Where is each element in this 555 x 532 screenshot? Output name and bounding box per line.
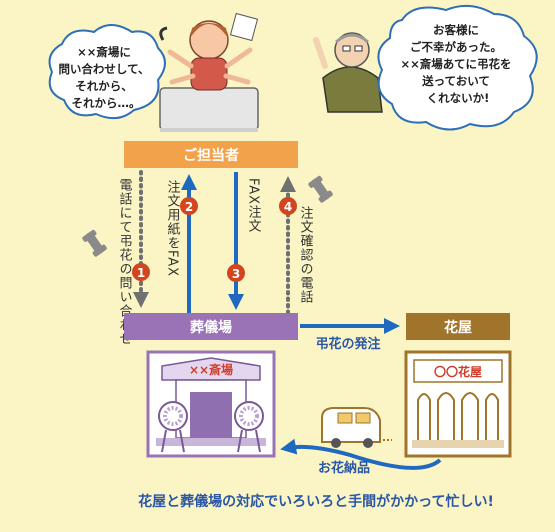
- delivery-label: お花納品: [318, 460, 370, 476]
- tantousha-label: ご担当者: [183, 147, 239, 164]
- step4-label: 注文確認の電話: [298, 206, 314, 304]
- step3-badge: 3: [227, 264, 245, 282]
- bubble-right-line: くれないか!: [427, 91, 490, 105]
- bubble-right-line: ご不幸があった。: [410, 40, 502, 54]
- bubble-right-line: 送っておいて: [421, 74, 490, 88]
- bubble-left-line: それから、: [75, 79, 133, 93]
- phone-icon: [308, 175, 333, 203]
- van-icon: [321, 407, 392, 448]
- bubble-right-line: お客様に: [433, 23, 479, 37]
- step1-label: 電話にて弔花の問い合わせ: [117, 178, 133, 346]
- step1-badge: 1: [132, 263, 150, 281]
- bubble-left-line: それから…。: [72, 96, 141, 110]
- bubble-left-line: ××斎場に: [77, 45, 131, 59]
- wreath-icon: [158, 401, 188, 453]
- step2-label: 注文用紙をFAX: [165, 180, 181, 277]
- svg-text:お客様に ご不幸があった。 ××斎場: お客様に ご不幸があった。 ××斎場あてに弔花を 送っておいて くれないか!: [400, 23, 515, 105]
- hanaya-label: 花屋: [444, 319, 472, 336]
- bubble-right-line: ××斎場あてに弔花を: [400, 57, 511, 71]
- hanaya-box: [406, 313, 510, 340]
- delivery-arrow: [280, 438, 442, 470]
- step2-badge: 2: [180, 197, 198, 215]
- sougijo-box: [124, 313, 298, 340]
- svg-text:4: 4: [284, 200, 292, 214]
- order-label: 弔花の発注: [315, 336, 380, 352]
- step3-label: FAX注文: [246, 178, 262, 233]
- svg-text:3: 3: [232, 267, 240, 281]
- bubble-left-line: 問い合わせして、: [58, 62, 149, 76]
- bubble-left: ××斎場に 問い合わせして、 それから、 それから…。: [48, 24, 166, 120]
- flower-shop-sign: 〇〇花屋: [434, 364, 482, 379]
- saijo-sign: ××斎場: [189, 362, 233, 377]
- svg-text:2: 2: [185, 200, 193, 214]
- busy-staff-illustration: [159, 12, 259, 132]
- bubble-right: お客様に ご不幸があった。 ××斎場あてに弔花を 送っておいて くれないか!: [377, 4, 538, 131]
- sougijo-label: 葬儀場: [190, 319, 232, 336]
- svg-text:××斎場に 問い合わせして、 それか: ××斎場に 問い合わせして、 それから、 それから…。: [58, 45, 153, 110]
- phone-icon: [82, 229, 107, 257]
- caption: 花屋と葬儀場の対応でいろいろと手間がかかって忙しい!: [138, 493, 494, 510]
- svg-text:1: 1: [137, 266, 145, 280]
- tantousha-box: [124, 141, 298, 168]
- step4-badge: 4: [279, 197, 297, 215]
- funeral-hall-illustration: [146, 350, 276, 458]
- wreath-icon: [234, 401, 264, 453]
- flower-shop-illustration: [404, 350, 512, 458]
- boss-illustration: [313, 32, 383, 113]
